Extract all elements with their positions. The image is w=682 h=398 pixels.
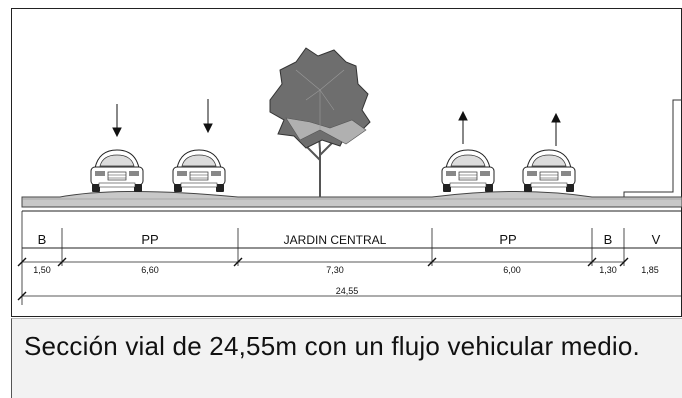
segment-label-pp-right: PP (499, 232, 516, 247)
segment-label-pp-left: PP (141, 232, 158, 247)
arrow-down-icon (203, 99, 213, 134)
segment-label-b-left: B (38, 232, 47, 247)
dimension-total: 24,55 (336, 286, 359, 296)
car-icon (441, 149, 495, 192)
dimension-pp-left: 6,60 (141, 265, 159, 275)
tree-icon (269, 47, 371, 197)
car-icon (90, 149, 144, 192)
road-section-drawing: B PP JARDIN CENTRAL PP B V 1,50 6,60 7,3… (11, 8, 682, 317)
building-outline (623, 99, 682, 197)
caption-text: Sección vial de 24,55m con un flujo vehi… (24, 331, 640, 361)
dimension-v: 1,85 (641, 265, 659, 275)
dimension-jardin-central: 7,30 (326, 265, 344, 275)
arrow-up-icon (551, 112, 561, 146)
segment-label-v: V (652, 232, 661, 247)
segment-label-b-right: B (604, 232, 613, 247)
dimension-b-right: 1,30 (599, 265, 617, 275)
dimension-pp-right: 6,00 (503, 265, 521, 275)
car-icon (522, 149, 576, 192)
arrow-down-icon (112, 104, 122, 138)
arrow-up-icon (458, 110, 468, 144)
caption-box (11, 318, 682, 398)
car-icon (172, 149, 226, 192)
segment-label-jardin-central: JARDIN CENTRAL (284, 233, 387, 247)
dimension-b-left: 1,50 (33, 265, 51, 275)
